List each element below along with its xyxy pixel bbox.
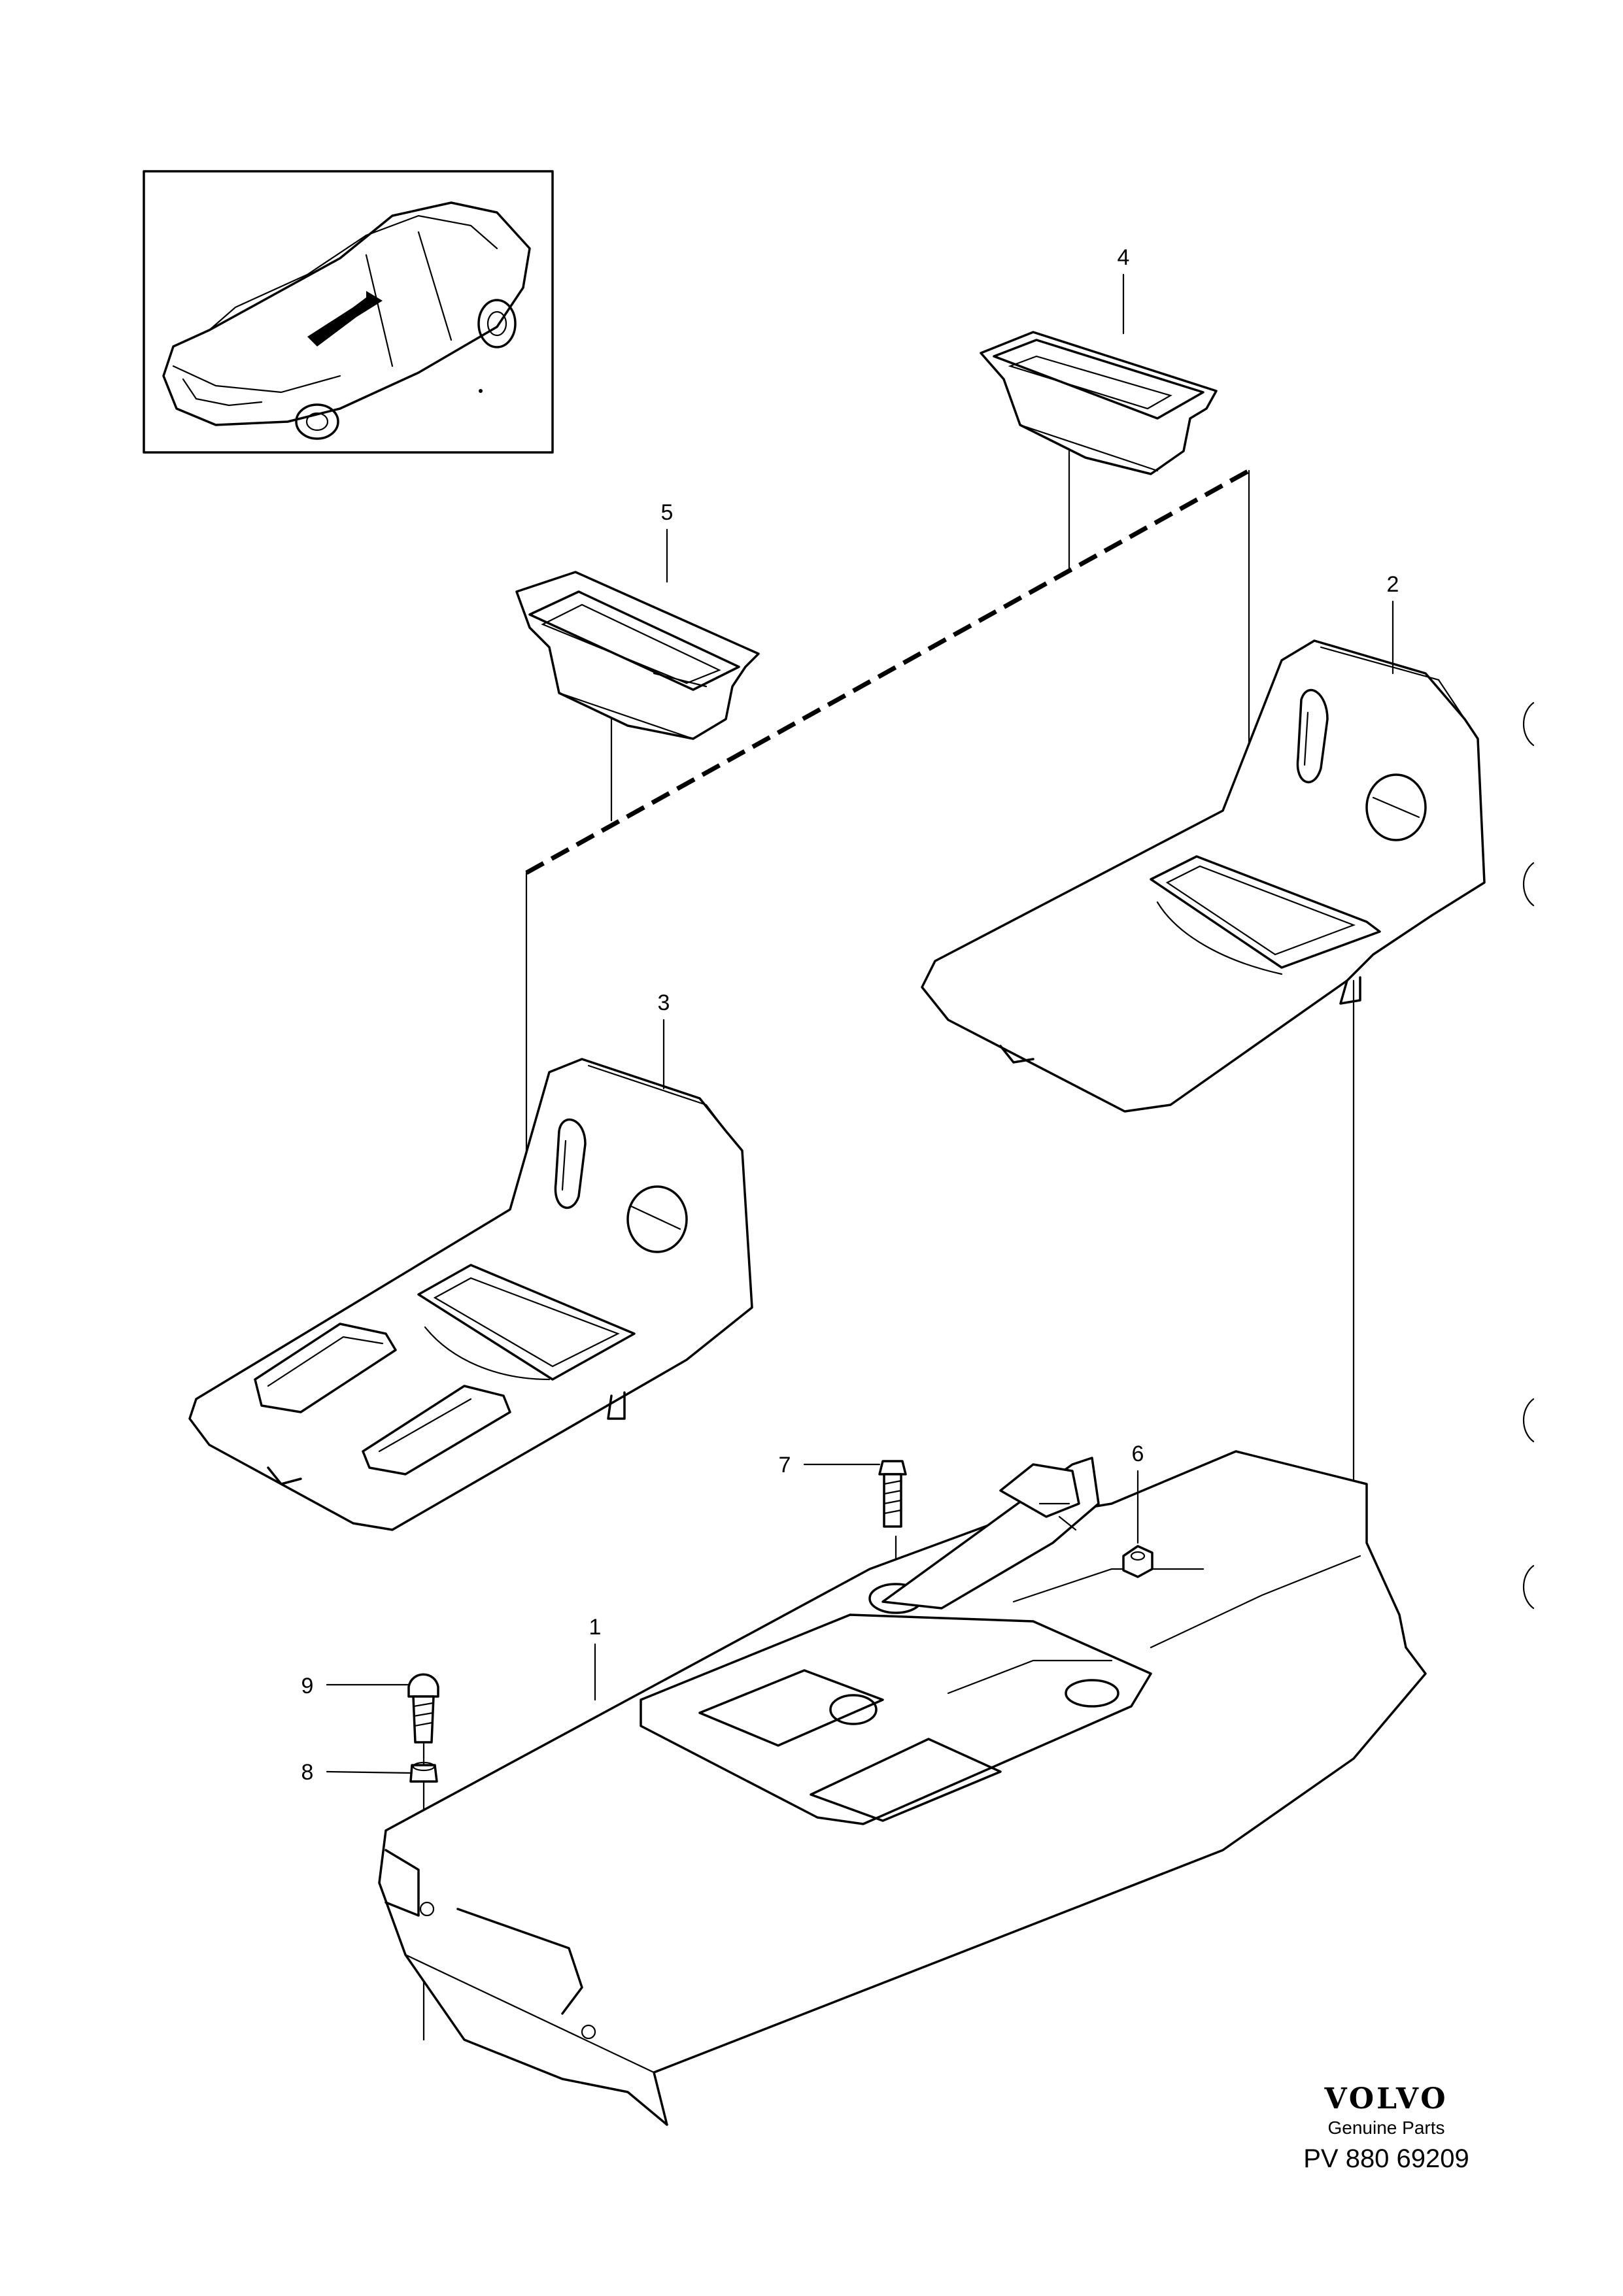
part-1-console (378, 1450, 1427, 2126)
part-3-panel (188, 1058, 753, 1531)
leader-lines (326, 273, 1394, 1774)
callout-5: 5 (661, 500, 674, 525)
part-4-tray (980, 331, 1218, 475)
callout-2: 2 (1387, 572, 1399, 597)
callout-8: 8 (301, 1760, 314, 1785)
callout-9: 9 (301, 1674, 314, 1698)
part-2-panel (921, 639, 1486, 1113)
callout-4: 4 (1118, 245, 1130, 270)
brand-block: VOLVO Genuine Parts PV 880 69209 (1256, 2082, 1517, 2175)
brand-subtitle: Genuine Parts (1327, 2118, 1445, 2138)
callout-1: 1 (589, 1615, 602, 1640)
diagram-reference: PV 880 69209 (1303, 2144, 1469, 2173)
callout-7: 7 (779, 1453, 791, 1477)
callout-6: 6 (1132, 1442, 1144, 1466)
part-6-nut (1122, 1545, 1153, 1578)
part-7-screw (878, 1460, 907, 1528)
volvo-logo: VOLVO (1324, 2082, 1448, 2116)
locator-thumbnail (143, 170, 554, 454)
margin-marks (1522, 701, 1535, 1610)
part-9-screw (407, 1673, 439, 1744)
thumbnail-frame (143, 170, 554, 454)
part-5-tray (515, 571, 760, 740)
car-illustration (162, 201, 531, 440)
part-8-nut (409, 1761, 438, 1783)
callout-labels: 1 2 3 4 5 6 7 8 9 (301, 245, 1399, 1785)
callout-3: 3 (658, 990, 670, 1015)
location-arrow (307, 291, 383, 346)
